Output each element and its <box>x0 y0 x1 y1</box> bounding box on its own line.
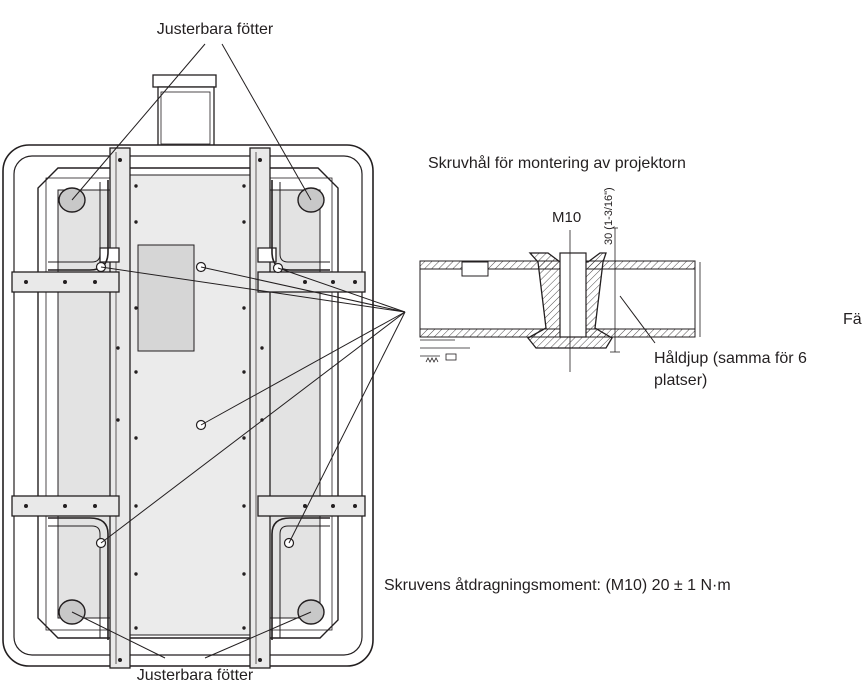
corner-brackets <box>48 180 330 640</box>
label-hole-depth-line2: platser) <box>654 372 707 389</box>
screw-hole-cross-section <box>419 227 701 372</box>
leader-lines <box>71 43 406 659</box>
label-depth-dimension: 30 (1-3/16") <box>603 187 615 245</box>
label-cut-off: Fä <box>843 311 862 328</box>
adjustable-feet <box>58 187 325 625</box>
label-torque: Skruvens åtdragningsmoment: (M10) 20 ± 1… <box>384 576 731 594</box>
label-hole-depth-line1: Håldjup (samma för 6 <box>654 349 807 367</box>
projector-bottom-view <box>2 74 374 669</box>
label-adjustable-feet-top: Justerbara fötter <box>157 21 274 38</box>
rivets <box>24 158 357 662</box>
projector-body <box>37 167 339 639</box>
label-thread-size: M10 <box>552 209 581 226</box>
label-screw-hole-title: Skruvhål för montering av projektorn <box>428 154 686 172</box>
label-adjustable-feet-bottom: Justerbara fötter <box>137 667 254 684</box>
